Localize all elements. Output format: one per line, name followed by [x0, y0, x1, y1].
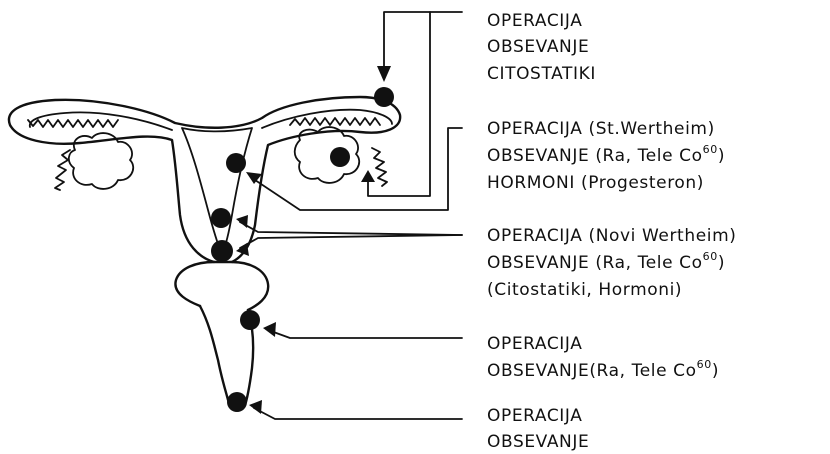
- left-fimbriae-top: [28, 120, 118, 127]
- treatment-labels: OPERACIJA OBSEVANJE CITOSTATIKI OPERACIJ…: [487, 11, 736, 452]
- label-g5-line2: OBSEVANJE: [487, 432, 589, 452]
- lesion-dot-cervix: [211, 240, 233, 262]
- left-tube-lumen: [30, 112, 172, 130]
- connector-line-4: [268, 330, 462, 338]
- label-g1-line3: CITOSTATIKI: [487, 64, 596, 84]
- label-g3-line3: (Citostatiki, Hormoni): [487, 280, 682, 300]
- connector-line-5: [254, 408, 462, 419]
- connector-line-3a: [240, 222, 462, 235]
- connector-line-1: [384, 12, 462, 70]
- label-g4-line1: OPERACIJA: [487, 334, 582, 354]
- arrow-head-ovary: [361, 170, 375, 182]
- arrow-head-5: [249, 400, 262, 414]
- lesion-dot-isthmus: [211, 208, 231, 228]
- label-g4-line2: OBSEVANJE(Ra, Tele Co60): [487, 358, 719, 381]
- lesion-dot-corpus: [226, 153, 246, 173]
- arrow-head-4: [263, 322, 276, 337]
- connector-line-3b: [240, 235, 462, 248]
- lesion-dot-vagina-lower: [227, 392, 247, 412]
- label-g2-line1: OPERACIJA (St.Wertheim): [487, 119, 715, 139]
- label-g1-line2: OBSEVANJE: [487, 37, 589, 57]
- lesion-dot-vagina-upper: [240, 310, 260, 330]
- left-fimbriae-end: [55, 150, 70, 190]
- right-tube-lumen: [262, 110, 392, 128]
- lesion-dot-tube: [374, 87, 394, 107]
- arrow-head-1: [377, 66, 391, 82]
- uterus-inner-cavity: [182, 128, 252, 255]
- anatomy-outline: [9, 97, 400, 402]
- label-g3-line1: OPERACIJA (Novi Wertheim): [487, 226, 736, 246]
- connectors: [236, 12, 462, 419]
- arrow-head-3a: [236, 215, 248, 228]
- cervix: [175, 262, 268, 310]
- label-g3-line2: OBSEVANJE (Ra, Tele Co60): [487, 250, 725, 273]
- label-g1-line1: OPERACIJA: [487, 11, 582, 31]
- lesion-dot-ovary: [330, 147, 350, 167]
- label-g2-line2: OBSEVANJE (Ra, Tele Co60): [487, 143, 725, 166]
- right-fimbriae-top: [290, 118, 380, 125]
- label-g5-line1: OPERACIJA: [487, 406, 582, 426]
- right-fimbriae-end: [372, 148, 387, 186]
- label-g2-line3: HORMONI (Progesteron): [487, 173, 704, 193]
